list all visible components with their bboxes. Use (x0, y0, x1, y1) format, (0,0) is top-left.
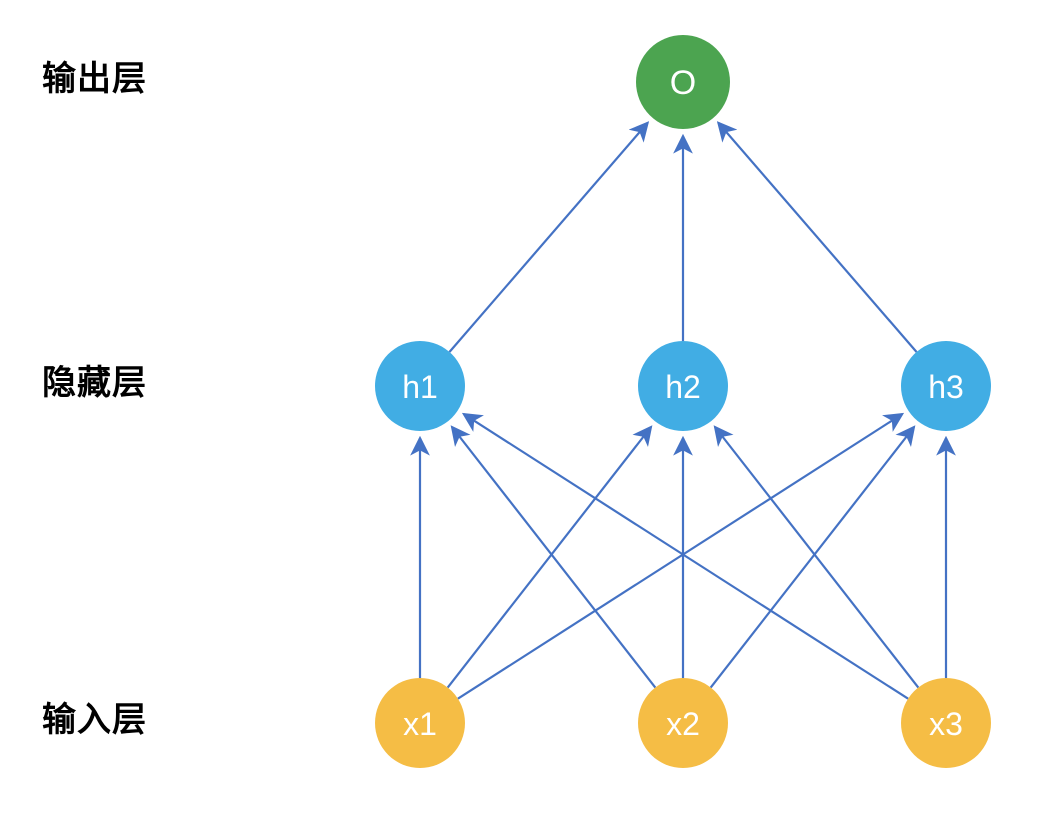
node-x1[interactable]: x1 (375, 678, 465, 768)
edge-h3-to-O (716, 121, 918, 353)
node-circle-h2[interactable] (638, 341, 728, 431)
node-circle-x2[interactable] (638, 678, 728, 768)
node-label-h2: h2 (665, 369, 701, 405)
edge-x1-to-h2 (446, 425, 653, 689)
edge-x2-to-h1 (450, 425, 657, 689)
node-layer: Oh1 h2 h3 x1 x2 x3 (375, 35, 991, 768)
node-label-h1: h1 (402, 369, 438, 405)
layer-label-hidden: 隐藏层 (42, 364, 147, 402)
edge-h1-to-O (448, 121, 650, 353)
node-label-O: O (670, 64, 696, 102)
edge-layer (410, 121, 956, 700)
node-circle-h3[interactable] (901, 341, 991, 431)
node-circle-x1[interactable] (375, 678, 465, 768)
node-h2[interactable]: h2 (638, 341, 728, 431)
node-label-x1: x1 (403, 706, 437, 742)
node-x3[interactable]: x3 (901, 678, 991, 768)
edge-x3-to-h1 (461, 412, 909, 700)
node-circle-h1[interactable] (375, 341, 465, 431)
edge-x3-to-h2 (713, 425, 920, 689)
layer-label-input: 输入层 (42, 701, 147, 739)
node-label-x2: x2 (666, 706, 700, 742)
node-label-x3: x3 (929, 706, 963, 742)
layer-label-output: 输出层 (42, 60, 147, 98)
node-h3[interactable]: h3 (901, 341, 991, 431)
node-x2[interactable]: x2 (638, 678, 728, 768)
node-h1[interactable]: h1 (375, 341, 465, 431)
node-O[interactable]: O (636, 35, 730, 129)
node-circle-O[interactable] (636, 35, 730, 129)
edge-x1-to-h3 (457, 412, 905, 700)
node-label-h3: h3 (928, 369, 964, 405)
node-circle-x3[interactable] (901, 678, 991, 768)
edge-x2-to-h3 (709, 425, 916, 689)
